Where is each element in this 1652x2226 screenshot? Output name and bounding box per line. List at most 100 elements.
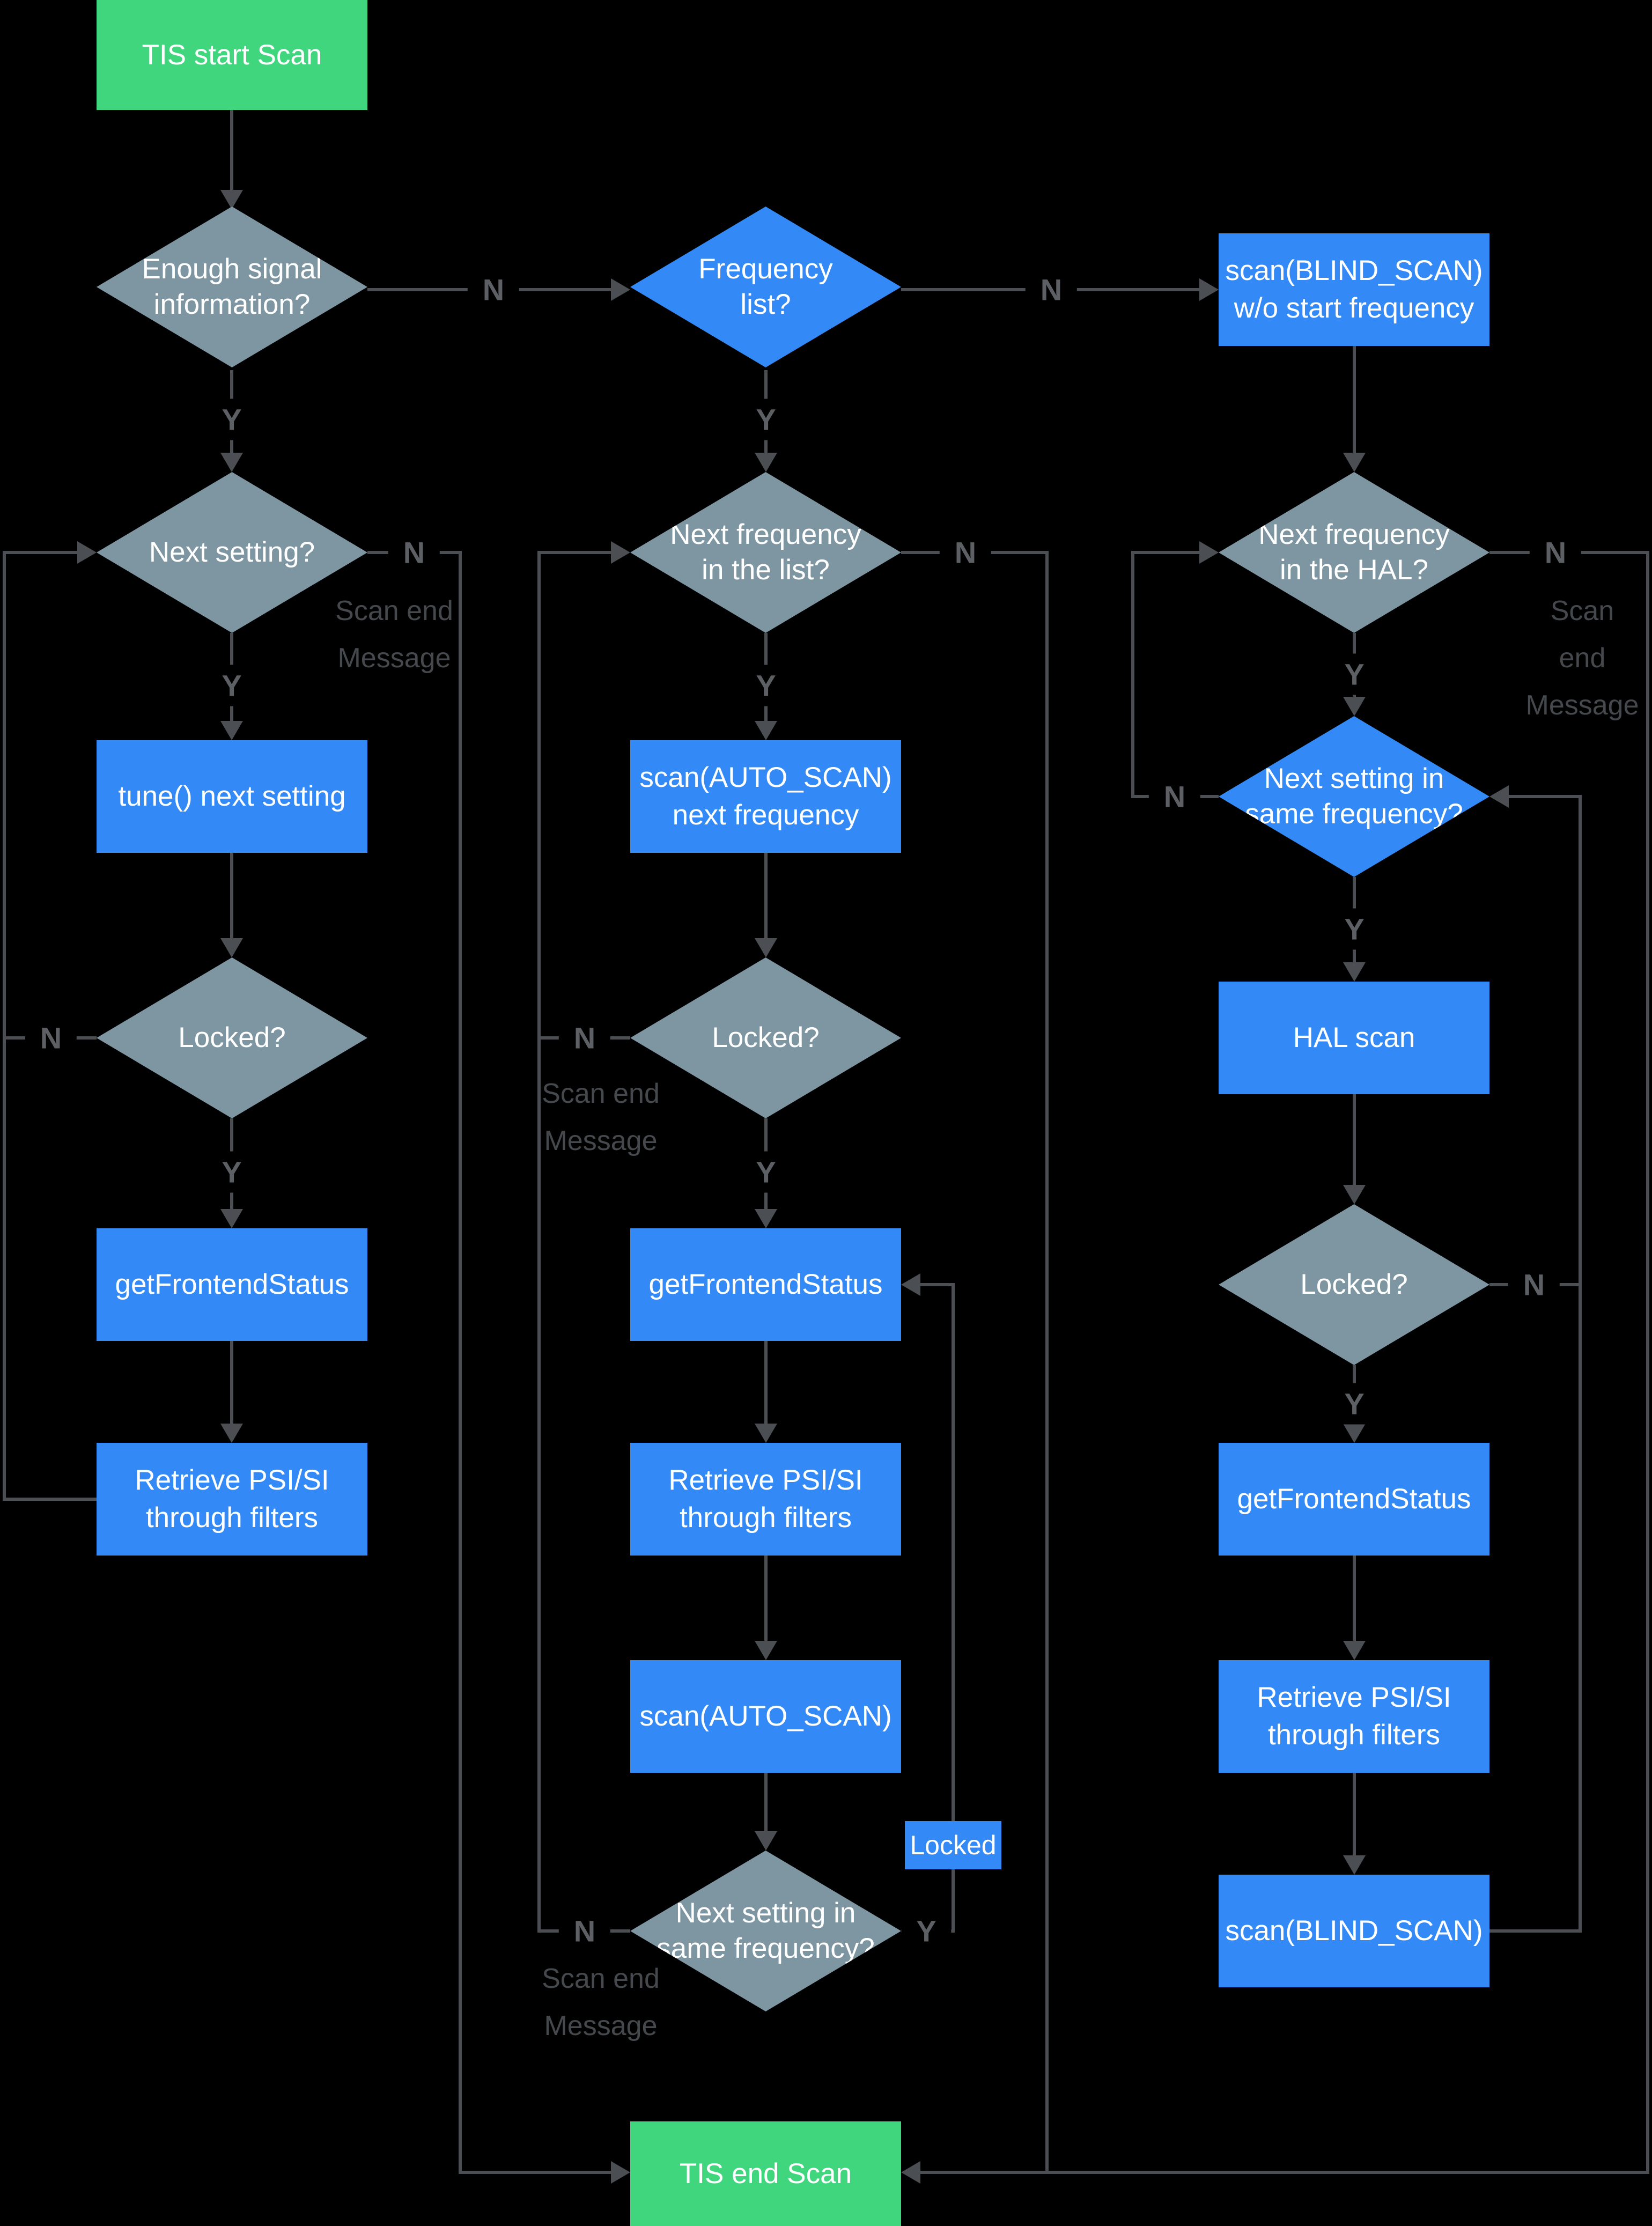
branch-label-yes: Y — [1329, 908, 1380, 950]
branch-label-no: N — [25, 1017, 77, 1059]
arrow-down-icon — [1343, 1424, 1366, 1443]
connector — [3, 551, 6, 1501]
connector — [1353, 1094, 1356, 1185]
arrow-down-icon — [220, 1209, 243, 1228]
connector — [3, 551, 78, 554]
connector — [1579, 795, 1582, 1933]
branch-label-no: N — [558, 1910, 611, 1952]
arrow-down-icon — [755, 938, 777, 957]
arrow-down-icon — [220, 190, 243, 209]
branch-label-yes: Y — [741, 399, 791, 440]
node-scan-auto-next-frequency: scan(AUTO_SCAN) next frequency — [630, 740, 901, 853]
node-tis-start-scan: TIS start Scan — [97, 0, 367, 110]
connector — [764, 1341, 768, 1424]
node-scan-auto: scan(AUTO_SCAN) — [630, 1660, 901, 1773]
node-get-frontend-status-col2: getFrontendStatus — [630, 1228, 901, 1341]
connector — [1646, 551, 1649, 2174]
arrow-right-icon — [77, 541, 97, 564]
scan-end-note: Scan end Message — [542, 1078, 660, 1156]
arrow-left-icon — [901, 1273, 920, 1296]
connector — [230, 853, 233, 939]
arrow-right-icon — [1199, 541, 1219, 564]
connector — [1045, 551, 1049, 2174]
arrow-down-icon — [755, 1831, 777, 1851]
connector — [920, 2171, 1648, 2174]
scan-end-note: Scan end Message — [335, 595, 453, 674]
node-locked-col3: Locked? — [1219, 1204, 1489, 1365]
branch-label-no: N — [939, 532, 992, 573]
arrow-down-icon — [1343, 697, 1366, 716]
node-next-frequency-list: Next frequency in the list? — [630, 472, 901, 633]
arrow-down-icon — [755, 453, 777, 472]
connector — [3, 1498, 97, 1501]
branch-label-yes: Y — [741, 1151, 791, 1193]
node-scan-blind-wo-start: scan(BLIND_SCAN) w/o start frequency — [1219, 233, 1489, 346]
label-box-locked-event: Locked — [905, 1821, 1001, 1869]
arrow-left-icon — [1489, 785, 1509, 808]
connector — [537, 551, 541, 1933]
connector — [1131, 551, 1200, 554]
connector — [1353, 1556, 1356, 1641]
node-next-setting: Next setting? — [97, 472, 367, 633]
branch-label-no: N — [1508, 1264, 1560, 1306]
arrow-down-icon — [1343, 1855, 1366, 1875]
connector — [230, 1341, 233, 1424]
node-retrieve-psi-col2: Retrieve PSI/SI through filters — [630, 1443, 901, 1556]
connector — [952, 1283, 955, 1933]
arrow-down-icon — [755, 721, 777, 740]
branch-label-yes: Y — [1329, 1383, 1380, 1425]
node-enough-signal: Enough signal information? — [97, 207, 367, 367]
node-retrieve-psi-col1: Retrieve PSI/SI through filters — [97, 1443, 367, 1556]
connector — [230, 110, 233, 190]
arrow-left-icon — [901, 2161, 920, 2184]
arrow-right-icon — [611, 2161, 630, 2184]
connector — [1489, 1929, 1582, 1933]
arrow-down-icon — [220, 721, 243, 740]
branch-label-yes: Y — [1329, 653, 1380, 695]
node-frequency-list: Frequency list? — [630, 207, 901, 367]
node-locked-col1: Locked? — [97, 957, 367, 1118]
connector — [764, 1773, 768, 1832]
branch-label-no: N — [1025, 269, 1078, 311]
connector — [1353, 346, 1356, 453]
node-next-frequency-hal: Next frequency in the HAL? — [1219, 472, 1489, 633]
connector — [764, 1556, 768, 1641]
arrow-down-icon — [1343, 453, 1366, 472]
connector — [459, 2171, 611, 2174]
scan-end-note: Scan end Message — [542, 1963, 660, 2041]
branch-label-yes: Y — [901, 1910, 952, 1952]
connector — [1131, 551, 1134, 798]
node-tune-next-setting: tune() next setting — [97, 740, 367, 853]
arrow-right-icon — [611, 541, 630, 564]
arrow-down-icon — [755, 1424, 777, 1443]
node-locked-col2: Locked? — [630, 957, 901, 1118]
node-tis-end-scan: TIS end Scan — [630, 2121, 901, 2226]
node-next-setting-same-frequency-col3: Next setting in same frequency? — [1219, 716, 1489, 877]
arrow-down-icon — [755, 1641, 777, 1660]
arrow-right-icon — [1199, 278, 1219, 301]
branch-label-no: N — [467, 269, 520, 311]
arrow-down-icon — [220, 938, 243, 957]
arrow-down-icon — [1343, 1641, 1366, 1660]
connector — [920, 1283, 955, 1286]
branch-label-yes: Y — [206, 399, 257, 440]
branch-label-no: N — [388, 532, 440, 573]
connector — [459, 551, 462, 2174]
arrow-down-icon — [1343, 962, 1366, 982]
arrow-down-icon — [220, 453, 243, 472]
node-retrieve-psi-col3: Retrieve PSI/SI through filters — [1219, 1660, 1489, 1773]
scan-end-note: Scan end Message — [1525, 595, 1639, 721]
connector — [764, 853, 768, 939]
arrow-down-icon — [755, 1209, 777, 1228]
node-next-setting-same-frequency-col2: Next setting in same frequency? — [630, 1851, 901, 2011]
node-get-frontend-status-col1: getFrontendStatus — [97, 1228, 367, 1341]
node-get-frontend-status-col3: getFrontendStatus — [1219, 1443, 1489, 1556]
connector — [1353, 1773, 1356, 1856]
branch-label-yes: Y — [206, 665, 257, 706]
arrow-down-icon — [1343, 1185, 1366, 1204]
branch-label-yes: Y — [206, 1151, 257, 1193]
branch-label-no: N — [1148, 776, 1201, 817]
branch-label-no: N — [1529, 532, 1582, 573]
arrow-right-icon — [611, 278, 630, 301]
connector — [1509, 795, 1582, 798]
